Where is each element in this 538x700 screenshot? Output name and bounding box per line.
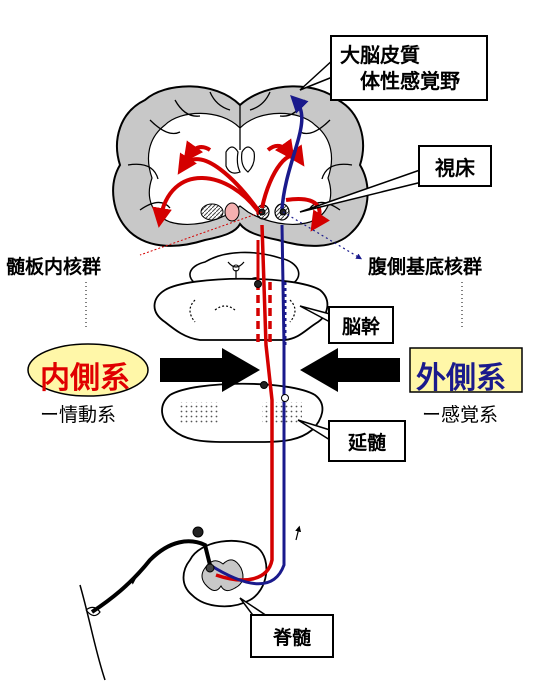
lateral-system-box — [409, 347, 523, 393]
brain-section — [112, 85, 369, 247]
lateral-tract-main — [209, 224, 286, 586]
emotion-system-label: ー情動系 — [40, 404, 117, 426]
lateral-pathway — [209, 95, 309, 586]
cortex-label-line1: 大脳皮質 — [340, 43, 420, 67]
thalamus-label-box: 視床 — [418, 145, 492, 187]
leader-intralaminar — [139, 211, 263, 256]
dorsal-root-ganglion — [192, 526, 204, 538]
medial-system-label: 内側系 — [40, 361, 130, 396]
lateral-system-label: 外側系 — [416, 361, 506, 396]
medulla-label-box: 延髄 — [328, 420, 406, 462]
callout-brainstem — [299, 305, 331, 323]
medial-pathway — [152, 138, 330, 582]
arrow-from-medial — [160, 348, 260, 392]
lateral-ventricle — [225, 146, 255, 174]
cortex-label-box: 大脳皮質 体性感覚野 — [330, 35, 488, 101]
medulla-section — [161, 382, 324, 443]
thalamus-label: 視床 — [435, 155, 475, 180]
callout-thalamus — [299, 169, 423, 213]
intralaminar-label: 髄板内核群 — [6, 256, 102, 278]
peripheral-nerve — [79, 525, 302, 681]
spinal-cord-label: 脊髄 — [272, 626, 311, 649]
brainstem-label: 脳幹 — [341, 315, 380, 338]
arrow-from-lateral — [300, 348, 400, 392]
medial-cortical-arrow-right — [285, 197, 330, 232]
peripheral-afferent-fiber — [90, 539, 212, 614]
skin-line — [79, 584, 106, 681]
lateral-cortical-arrow — [280, 95, 309, 211]
putamen-left — [200, 203, 224, 221]
callout-medulla — [297, 419, 331, 441]
brainstem-label-box: 脳幹 — [328, 306, 394, 344]
medial-tract-main — [215, 224, 274, 582]
medial-tract-dashed — [256, 282, 272, 345]
medulla-label: 延髄 — [347, 431, 386, 454]
sensory-system-label: ー感覚系 — [422, 404, 499, 426]
putamen-right-pink — [224, 202, 240, 222]
spinal-cord-label-box: 脊髄 — [250, 614, 334, 658]
medial-cortical-arrow-top — [260, 144, 305, 209]
ventrobasal-label: 腹側基底核群 — [368, 256, 483, 278]
pons-section — [153, 277, 329, 341]
synapse-nodes — [254, 208, 289, 402]
medial-system-ellipse — [27, 343, 149, 397]
cortex-label-line2: 体性感覚野 — [360, 69, 460, 93]
